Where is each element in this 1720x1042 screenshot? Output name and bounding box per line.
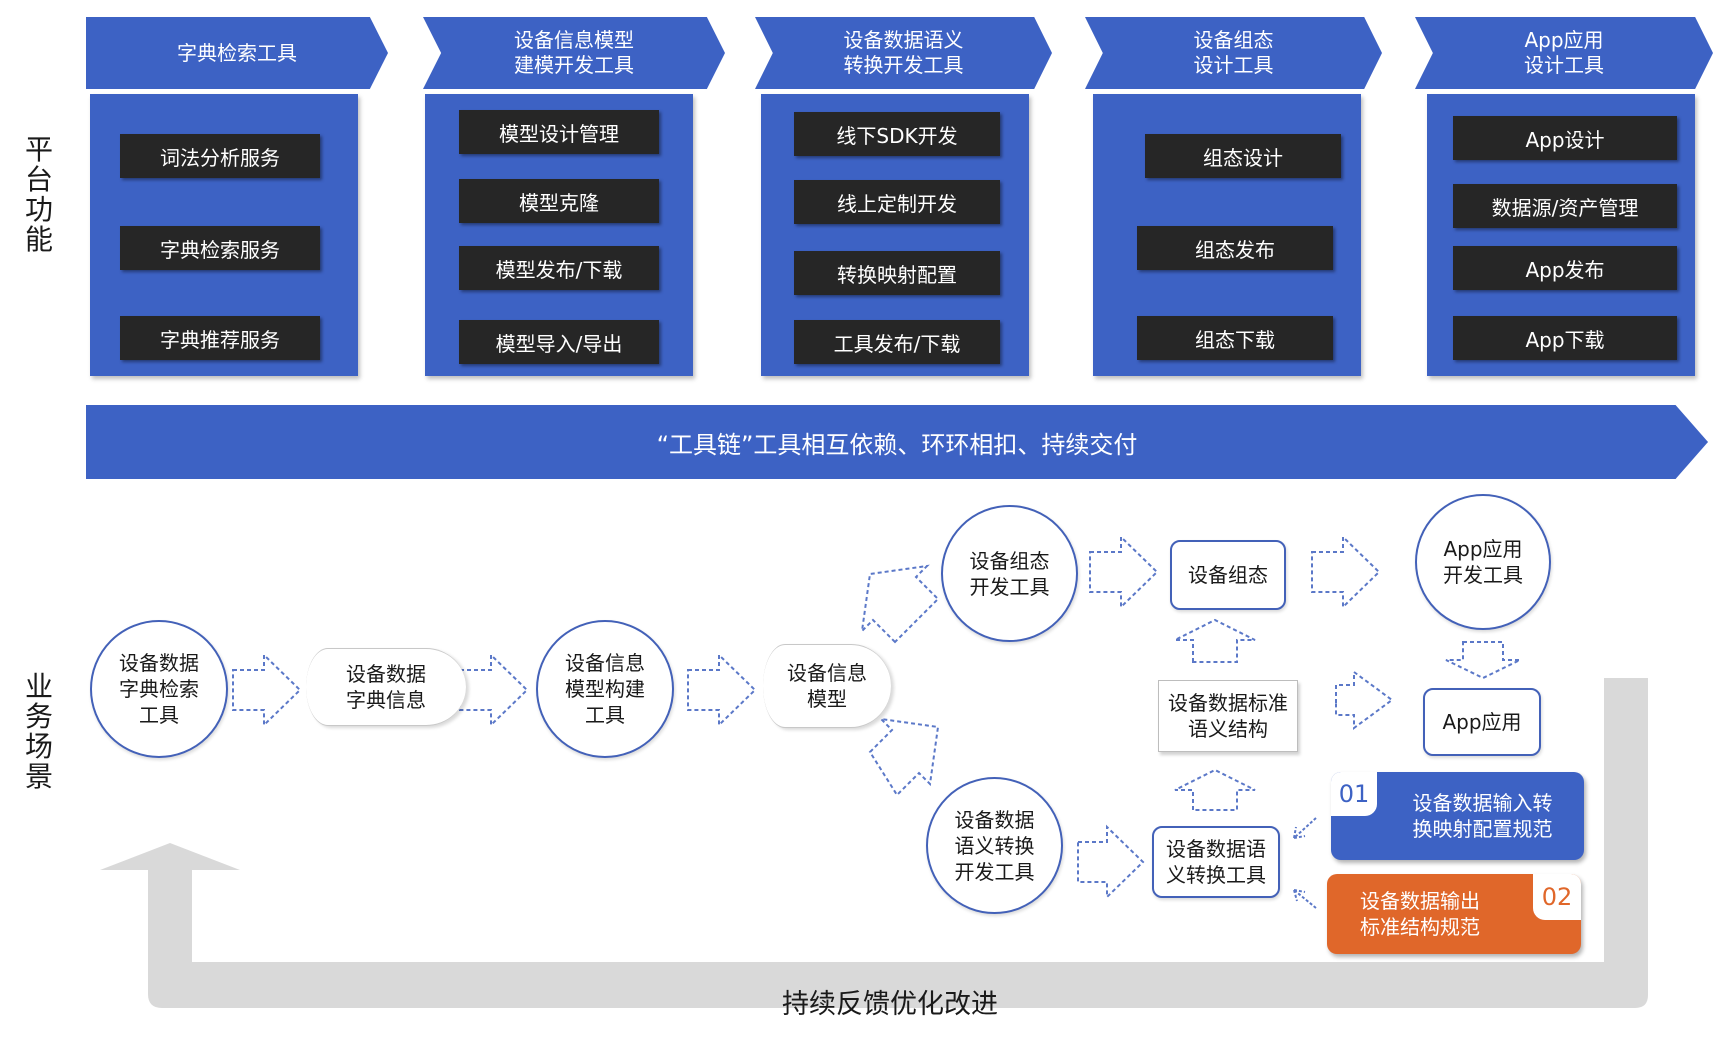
dictionary-search-service: 字典检索服务 (120, 226, 320, 270)
arrow-semantic-dev-to-tool (1077, 824, 1145, 900)
datasource-asset-management: 数据源/资产管理 (1453, 184, 1677, 228)
online-custom-dev: 线上定制开发 (794, 180, 1000, 224)
input-mapping-spec: 01 设备数据输入转 换映射配置规范 (1331, 772, 1584, 860)
model-clone: 模型克隆 (459, 179, 659, 223)
output-structure-spec: 设备数据输出 标准结构规范 02 (1327, 874, 1581, 954)
spec-number-01: 01 (1331, 772, 1377, 816)
app-node: App应用 (1423, 688, 1541, 756)
arrow-spec01-to-tool (1293, 817, 1317, 839)
model-design-management: 模型设计管理 (459, 110, 659, 154)
semantic-tool-panel: 线下SDK开发 线上定制开发 转换映射配置 工具发布/下载 (761, 94, 1029, 376)
tool-publish-download: 工具发布/下载 (794, 320, 1000, 364)
feedback-label: 持续反馈优化改进 (782, 989, 998, 1020)
info-model-node: 设备信息 模型 (763, 644, 891, 728)
model-tool-header: 设备信息模型 建模开发工具 (423, 17, 725, 89)
model-build-tool-node: 设备信息 模型构建 工具 (536, 620, 674, 758)
config-tool-panel: 组态设计 组态发布 组态下载 (1093, 94, 1361, 376)
arrow-config-tool-to-config (1089, 534, 1159, 610)
dictionary-tool-header: 字典检索工具 (86, 17, 388, 89)
feedback-loop-arrow (100, 678, 1648, 1008)
arrow-semantic-tool-to-struct (1174, 768, 1256, 811)
arrow-info-to-model-tool (459, 652, 529, 728)
semantic-dev-tool-node: 设备数据 语义转换 开发工具 (926, 777, 1063, 914)
arrow-model-to-semantic-dev (868, 717, 940, 797)
app-publish: App发布 (1453, 246, 1677, 290)
arrow-dict-to-info (232, 652, 302, 728)
app-tool-header: App应用 设计工具 (1415, 17, 1713, 89)
config-node: 设备组态 (1170, 540, 1286, 610)
semantic-tool-header: 设备数据语义 转换开发工具 (755, 17, 1052, 89)
dictionary-recommend-service: 字典推荐服务 (120, 316, 320, 360)
app-download: App下载 (1453, 316, 1677, 360)
spec-number-02: 02 (1533, 874, 1581, 920)
platform-functions-label: 平 台 功 能 (24, 133, 53, 256)
spec-text-02: 设备数据输出 标准结构规范 (1360, 889, 1480, 939)
dict-info-node: 设备数据 字典信息 (306, 648, 466, 726)
config-download: 组态下载 (1137, 316, 1333, 360)
arrow-model-tool-to-model (687, 652, 757, 728)
config-dev-tool-node: 设备组态 开发工具 (941, 505, 1078, 642)
app-design: App设计 (1453, 116, 1677, 160)
model-publish-download: 模型发布/下载 (459, 246, 659, 290)
semantic-structure-node: 设备数据标准 语义结构 (1158, 680, 1298, 752)
arrow-struct-to-app (1335, 670, 1394, 730)
toolchain-banner: “工具链”工具相互依赖、环环相扣、持续交付 (86, 405, 1708, 479)
lexical-analysis-service: 词法分析服务 (120, 134, 320, 178)
arrow-app-tool-to-app (1445, 641, 1521, 680)
arrow-struct-to-config (1174, 618, 1256, 663)
arrow-config-to-app-tool (1311, 534, 1381, 610)
spec-text-01: 设备数据输入转 换映射配置规范 (1412, 791, 1553, 841)
config-publish: 组态发布 (1137, 226, 1333, 270)
model-import-export: 模型导入/导出 (459, 320, 659, 364)
config-tool-header: 设备组态 设计工具 (1085, 17, 1382, 89)
dictionary-tool-panel: 词法分析服务 字典检索服务 字典推荐服务 (90, 94, 358, 376)
arrow-model-to-config-tool (860, 564, 940, 644)
semantic-convert-tool-node: 设备数据语 义转换工具 (1152, 826, 1280, 898)
arrow-spec02-to-tool (1293, 889, 1317, 909)
config-design: 组态设计 (1145, 134, 1341, 178)
business-scenarios-label: 业 务 场 景 (24, 670, 53, 793)
offline-sdk-dev: 线下SDK开发 (794, 112, 1000, 156)
model-tool-panel: 模型设计管理 模型克隆 模型发布/下载 模型导入/导出 (425, 94, 693, 376)
app-dev-tool-node: App应用 开发工具 (1415, 494, 1551, 630)
dict-search-tool-node: 设备数据 字典检索 工具 (90, 620, 228, 758)
app-tool-panel: App设计 数据源/资产管理 App发布 App下载 (1427, 94, 1695, 376)
mapping-config: 转换映射配置 (794, 251, 1000, 295)
